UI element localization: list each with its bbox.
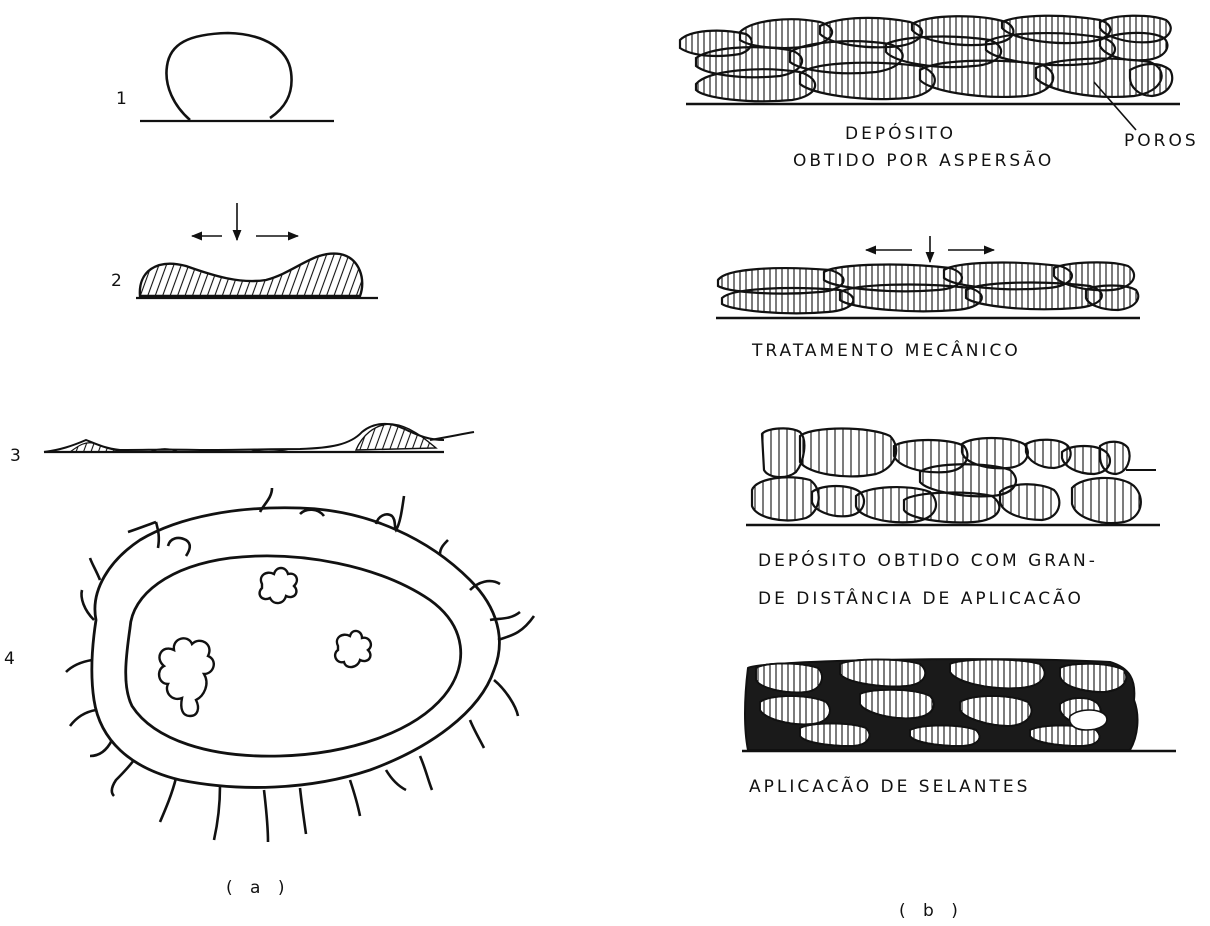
flattened-splat <box>140 254 362 296</box>
mechanical-treatment-label: TRATAMENTO MECÂNICO <box>751 339 1021 361</box>
panel-a: 1 2 3 4 <box>4 33 534 898</box>
large-distance-label-line1: DEPÓSITO OBTIDO COM GRAN- <box>758 549 1098 571</box>
sealant-application-label: APLICACÃO DE SELANTES <box>749 775 1030 797</box>
step-4-number: 4 <box>4 649 15 669</box>
step-2-flattening: 2 <box>111 203 378 298</box>
pores-label: POROS <box>1124 131 1199 151</box>
step-1-droplet: 1 <box>116 33 334 121</box>
step-2-number: 2 <box>111 271 122 291</box>
spray-deposit-label-line2: OBTIDO POR ASPERSÃO <box>793 149 1054 171</box>
step-3-thin-splat: 3 <box>10 424 474 466</box>
spray-deposit-label-line1: DEPÓSITO <box>845 122 956 144</box>
inclusion-3 <box>159 638 214 716</box>
inclusion-1 <box>260 568 297 603</box>
droplet-outline <box>166 33 291 120</box>
step-4-splat-top-view: 4 <box>4 488 534 842</box>
splat-outer-rim <box>92 508 500 788</box>
caption-b: ( b ) <box>899 901 964 921</box>
large-distance-deposit-illustration <box>746 428 1160 525</box>
step-1-number: 1 <box>116 89 127 109</box>
sealant-application-illustration <box>742 659 1176 751</box>
spray-deposit-illustration <box>680 16 1180 130</box>
step-3-number: 3 <box>10 446 21 466</box>
panel-b: DEPÓSITO OBTIDO POR ASPERSÃO POROS TRATA… <box>680 16 1199 921</box>
large-distance-label-line2: DE DISTÂNCIA DE APLICACÃO <box>758 587 1084 609</box>
inclusion-2 <box>335 631 371 667</box>
caption-a: ( a ) <box>226 878 291 898</box>
mechanical-treatment-illustration <box>716 236 1140 318</box>
